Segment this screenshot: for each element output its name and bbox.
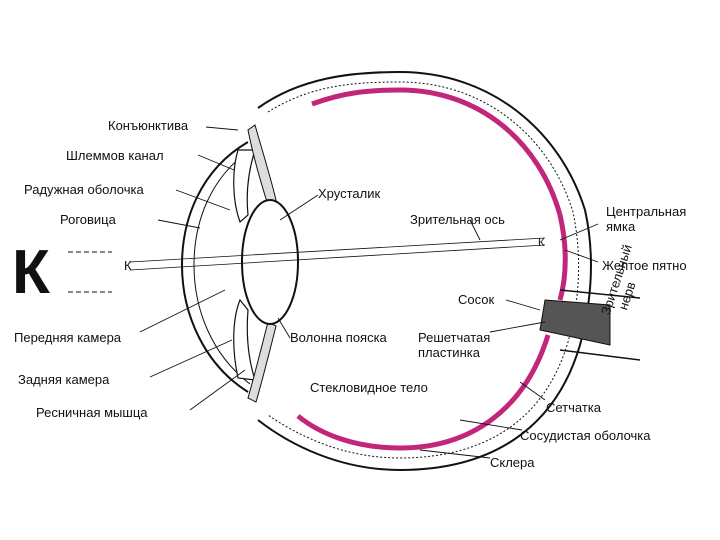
label-retina: Сетчатка xyxy=(546,400,602,415)
label-lamina-line1: Решетчатая xyxy=(418,330,491,345)
ciliary-lower xyxy=(247,321,277,403)
cornea-inner xyxy=(193,149,251,385)
optic-nerve-sheath xyxy=(559,289,641,361)
label-schlemm-canal: Шлеммов канал xyxy=(66,148,164,163)
label-posterior-chamber: Задняя камера xyxy=(18,372,110,387)
image-letter: К xyxy=(538,237,545,249)
sclera-outline xyxy=(257,70,593,472)
label-lens: Хрусталик xyxy=(318,186,381,201)
label-zonule: Волонна пояска xyxy=(290,330,387,345)
lens xyxy=(241,199,299,325)
retina-band xyxy=(311,87,568,301)
retina-band-lower xyxy=(296,334,551,451)
label-conjunctiva: Конъюнктива xyxy=(108,118,189,133)
label-vitreous: Стекловидное тело xyxy=(310,380,428,395)
choroid-outline xyxy=(267,81,580,459)
label-visual-axis: Зрительная ось xyxy=(410,212,505,227)
label-papilla: Сосок xyxy=(458,292,495,307)
label-cornea: Роговица xyxy=(60,212,116,227)
label-fovea-line1: Центральная xyxy=(606,204,687,219)
label-iris: Радужная оболочка xyxy=(24,182,144,197)
leader-lines xyxy=(139,126,599,459)
ciliary-upper xyxy=(247,124,277,206)
cornea-outline xyxy=(180,141,249,393)
label-sclera: Склера xyxy=(490,455,535,470)
label-ciliary-muscle: Ресничная мышца xyxy=(36,405,148,420)
iris-lower xyxy=(233,298,256,381)
object-letter-big: К xyxy=(12,238,50,307)
label-macula: Желтое пятно xyxy=(602,258,687,273)
ray-bottom xyxy=(129,244,546,271)
optic-nerve xyxy=(539,299,611,346)
label-fovea-line2: ямка xyxy=(606,219,636,234)
label-choroid: Сосудистая оболочка xyxy=(520,428,651,443)
iris-upper xyxy=(233,149,256,224)
label-lamina-line2: пластинка xyxy=(418,345,480,360)
ray-top xyxy=(129,237,546,263)
object-letter-small: К xyxy=(124,258,132,273)
label-anterior-chamber: Передняя камера xyxy=(14,330,122,345)
